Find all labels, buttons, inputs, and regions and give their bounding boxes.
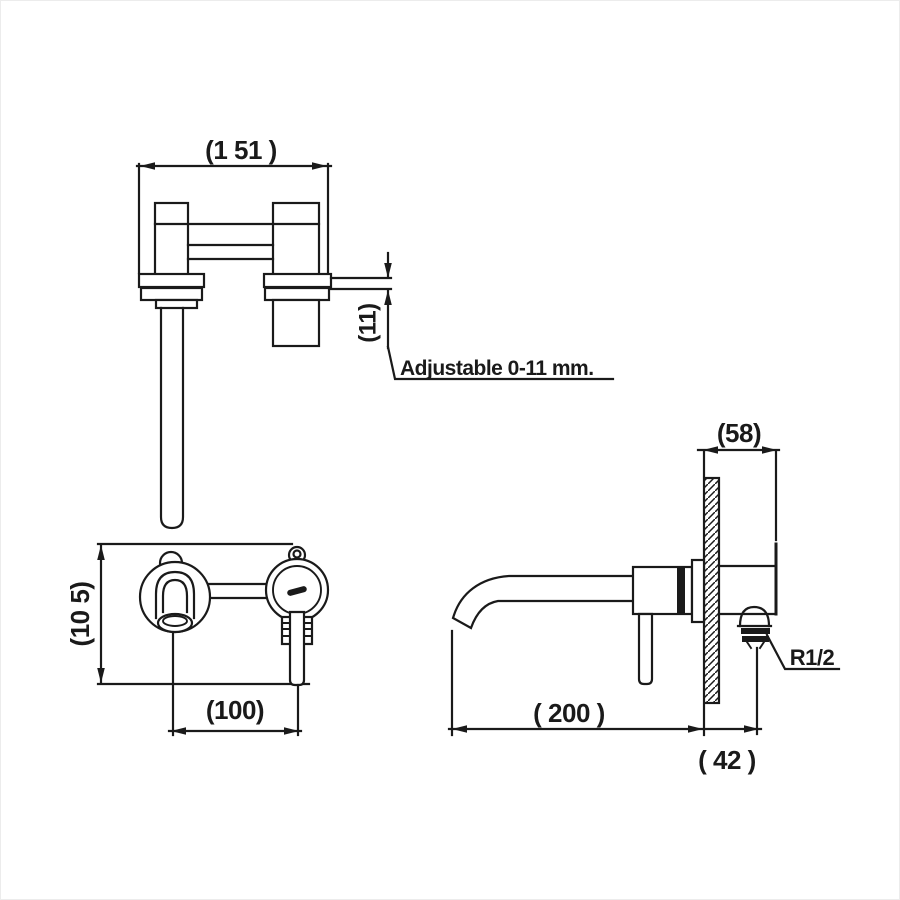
arrowhead-left — [171, 727, 186, 735]
arrowhead-left — [703, 446, 718, 454]
wall-hatch — [704, 478, 719, 703]
connector-dome — [738, 605, 771, 628]
dim-depth-label: (58) — [717, 418, 761, 448]
thread-callout: R1/2 — [765, 633, 841, 671]
front-view: (10 5) — [65, 542, 330, 737]
arrowhead-right — [762, 446, 777, 454]
adjustable-note: Adjustable 0-11 mm. — [400, 357, 594, 380]
dim-offset-label: ( 42 ) — [698, 745, 756, 775]
arrowhead-right-pipe — [744, 725, 759, 733]
dimension-centers-100: (100) — [167, 695, 303, 735]
left-shank-plan — [153, 201, 190, 278]
left-flange-1 — [137, 272, 206, 289]
arrowhead-right — [312, 162, 327, 170]
spout-outlet-rim — [162, 615, 188, 627]
right-shank-plan — [271, 201, 321, 278]
dim-width-label: (1 51 ) — [205, 135, 277, 165]
connector-rib-1 — [741, 628, 770, 634]
spout-side-profile — [451, 574, 636, 630]
dimension-adjustable-11: (11) Adjustable 0-11 mm. — [329, 251, 615, 381]
right-flange-1 — [262, 272, 333, 289]
wall-plate-side — [690, 558, 706, 624]
valve-body-front — [631, 558, 706, 686]
dim-reach-label: ( 200 ) — [533, 698, 605, 728]
wall-section — [702, 476, 721, 705]
left-flange-2 — [139, 286, 204, 302]
side-view: (58) — [447, 418, 841, 775]
dimension-depth-58: (58) — [696, 418, 781, 542]
dim-adjust-label: (11) — [355, 303, 382, 342]
lever-handle-front — [288, 610, 306, 687]
leader-thread — [765, 633, 841, 671]
connector-rib-2 — [742, 636, 769, 642]
handle-escutcheon-front — [264, 545, 330, 687]
connector-taper — [745, 640, 766, 650]
body-ring-band — [677, 567, 685, 614]
dimension-height-105: (10 5) — [65, 543, 105, 685]
dim-centers-label: (100) — [206, 695, 264, 725]
dimension-reach-200: ( 200 ) ( 42 ) — [447, 629, 763, 775]
arrowhead-right — [284, 727, 299, 735]
arrowhead-up — [384, 290, 392, 305]
thread-label: R1/2 — [790, 645, 835, 670]
arrowhead-up — [97, 545, 105, 560]
top-view: (1 51 ) (11) Adjustable — [135, 135, 615, 530]
dim-height-label: (10 5) — [65, 582, 95, 647]
arrowhead-right-wall — [688, 725, 703, 733]
right-flange-2 — [263, 286, 331, 302]
left-stub — [154, 298, 199, 310]
valve-body-behind-wall — [717, 542, 778, 616]
spout-inner-profile — [161, 578, 189, 614]
top-tab-hole — [292, 549, 302, 559]
right-block-plan — [271, 298, 321, 348]
arrowhead-down — [97, 668, 105, 683]
handle-dash-mark — [287, 586, 307, 596]
arrowhead-left — [140, 162, 155, 170]
spout-plan-pipe — [159, 306, 185, 530]
inlet-connector — [736, 605, 773, 736]
dimension-width-151: (1 51 ) — [135, 135, 333, 295]
leader-adjustable — [386, 345, 615, 381]
spout-outer-profile — [154, 570, 196, 620]
faucet-plan-body — [137, 201, 333, 530]
arrowhead-down — [384, 263, 392, 278]
spout-escutcheon-front — [138, 550, 212, 634]
arrowhead-left — [452, 725, 467, 733]
lever-handle-side — [637, 612, 654, 686]
